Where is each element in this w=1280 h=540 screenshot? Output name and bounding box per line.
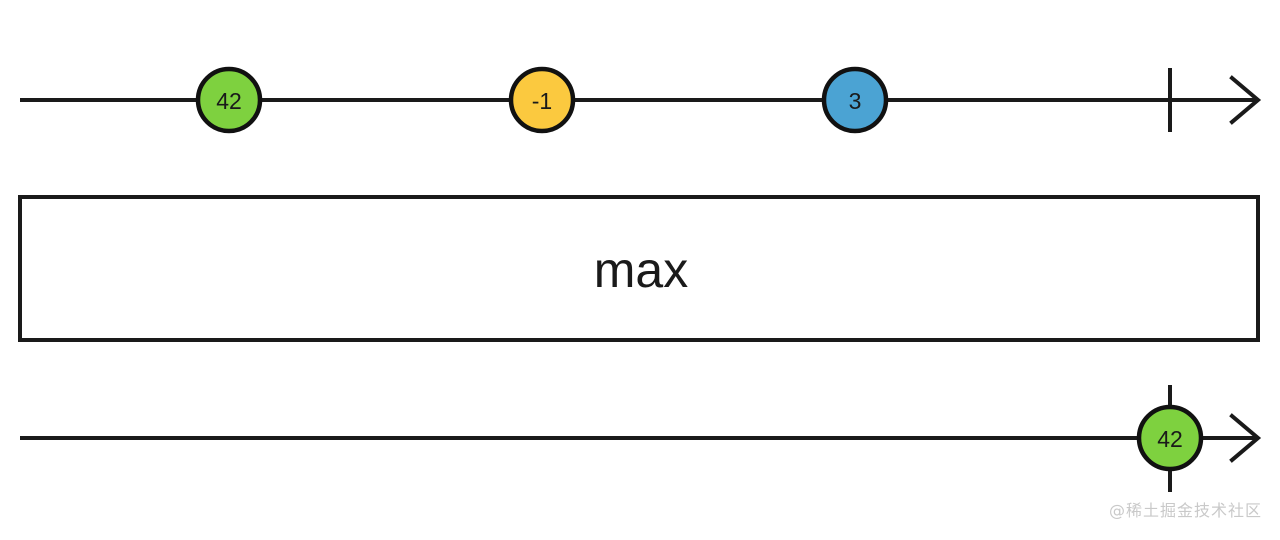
operator-box[interactable]: max: [18, 195, 1260, 342]
token-label: 42: [216, 88, 242, 114]
token-circle[interactable]: [195, 66, 263, 134]
operator-box-rect[interactable]: [18, 195, 1260, 342]
token-circle[interactable]: [1136, 404, 1204, 472]
input-token-42[interactable]: 42: [195, 66, 263, 134]
token-label: 3: [849, 88, 862, 114]
output-token-42[interactable]: 42: [1136, 404, 1204, 472]
token-label: -1: [532, 88, 552, 114]
output-timeline: 42: [20, 385, 1262, 492]
token-circle[interactable]: [508, 66, 576, 134]
input-token-3[interactable]: 3: [821, 66, 889, 134]
token-circle[interactable]: [821, 66, 889, 134]
input-token-minus-1[interactable]: -1: [508, 66, 576, 134]
operator-label: max: [594, 242, 688, 298]
output-arrow-head-icon: [1229, 413, 1262, 463]
token-label: 42: [1157, 426, 1183, 452]
input-timeline: 42 -1 3: [20, 66, 1262, 134]
watermark: @稀土掘金技术社区: [1109, 501, 1262, 520]
input-arrow-head-icon: [1229, 75, 1262, 125]
